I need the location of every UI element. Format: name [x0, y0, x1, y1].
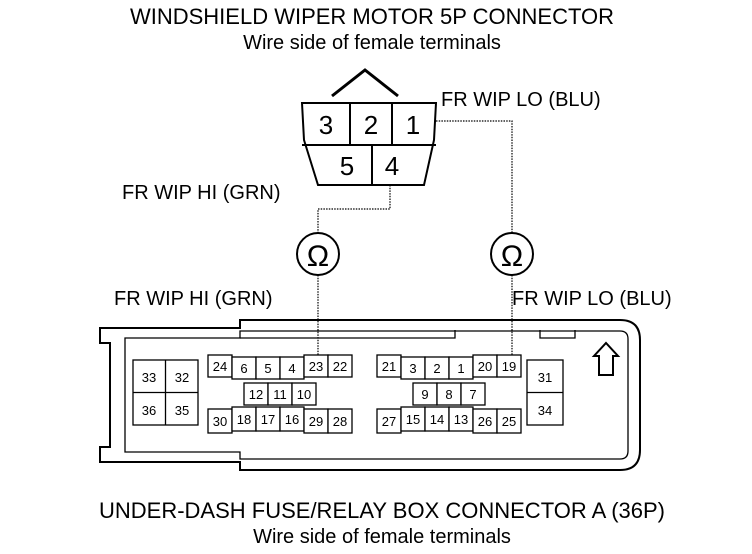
ohm-icon: Ω: [501, 240, 523, 273]
top-connector-title: WINDSHIELD WIPER MOTOR 5P CONNECTOR: [130, 4, 614, 29]
connector-body: [300, 102, 438, 186]
terminal-28: 28: [333, 414, 347, 429]
terminal-29: 29: [309, 414, 323, 429]
center-right-terminal-group: 21 3 2 1 20 19 9 8 7 27 15 14 13 26 25: [376, 354, 522, 434]
terminal-2: 2: [433, 361, 440, 376]
terminal-24: 24: [213, 359, 227, 374]
terminal-23: 23: [309, 359, 323, 374]
ohm-icon: Ω: [307, 240, 329, 273]
terminal-27: 27: [382, 414, 396, 429]
ohmmeter-hi: Ω: [296, 232, 340, 276]
terminal-17: 17: [261, 412, 275, 427]
wire-label-hi-top: FR WIP HI (GRN): [122, 182, 281, 204]
pin-2: 2: [364, 110, 378, 140]
terminal-18: 18: [237, 412, 251, 427]
fuse-relay-box-36p-connector: 33 32 36 35 31 34 24 6 5 4 23 22 1: [99, 319, 641, 471]
bottom-connector-title: UNDER-DASH FUSE/RELAY BOX CONNECTOR A (3…: [99, 498, 665, 523]
terminal-9: 9: [421, 387, 428, 402]
terminal-32: 32: [175, 370, 189, 385]
pin-1: 1: [406, 110, 420, 140]
terminal-33: 33: [142, 370, 156, 385]
terminal-1: 1: [457, 361, 464, 376]
terminal-10: 10: [297, 387, 311, 402]
terminal-31: 31: [538, 370, 552, 385]
wiper-motor-5p-connector: 3 2 1 5 4: [300, 68, 438, 186]
lock-arrow-icon: [591, 341, 621, 376]
terminal-35: 35: [175, 403, 189, 418]
terminal-15: 15: [406, 412, 420, 427]
terminal-7: 7: [469, 387, 476, 402]
pin-5: 5: [340, 151, 354, 181]
test-wires: [317, 120, 513, 355]
terminal-16: 16: [285, 412, 299, 427]
terminal-30: 30: [213, 414, 227, 429]
terminal-19: 19: [502, 359, 516, 374]
wire-label-lo-bottom: FR WIP LO (BLU): [512, 288, 672, 310]
wire-label-hi-bottom: FR WIP HI (GRN): [114, 288, 273, 310]
terminal-12: 12: [249, 387, 263, 402]
housing-outline: [99, 319, 641, 471]
terminal-34: 34: [538, 403, 552, 418]
terminal-25: 25: [502, 414, 516, 429]
terminal-8: 8: [445, 387, 452, 402]
terminal-3: 3: [409, 361, 416, 376]
terminal-6: 6: [240, 361, 247, 376]
pin-3: 3: [319, 110, 333, 140]
top-connector-subtitle: Wire side of female terminals: [243, 32, 501, 54]
terminal-22: 22: [333, 359, 347, 374]
wire-label-lo-top: FR WIP LO (BLU): [441, 89, 601, 111]
terminal-13: 13: [454, 412, 468, 427]
terminal-20: 20: [478, 359, 492, 374]
terminal-11: 11: [273, 387, 287, 402]
housing-inner: [124, 330, 629, 460]
terminal-26: 26: [478, 414, 492, 429]
terminal-36: 36: [142, 403, 156, 418]
terminal-14: 14: [430, 412, 444, 427]
bottom-connector-subtitle: Wire side of female terminals: [253, 526, 511, 548]
terminal-5: 5: [264, 361, 271, 376]
terminal-4: 4: [288, 361, 295, 376]
pin-4: 4: [385, 151, 399, 181]
terminal-21: 21: [382, 359, 396, 374]
center-left-terminal-group: 24 6 5 4 23 22 12 11 10 30 18 17 16 29: [207, 354, 353, 434]
ohmmeter-lo: Ω: [490, 232, 534, 276]
connector-latch: [331, 68, 399, 98]
